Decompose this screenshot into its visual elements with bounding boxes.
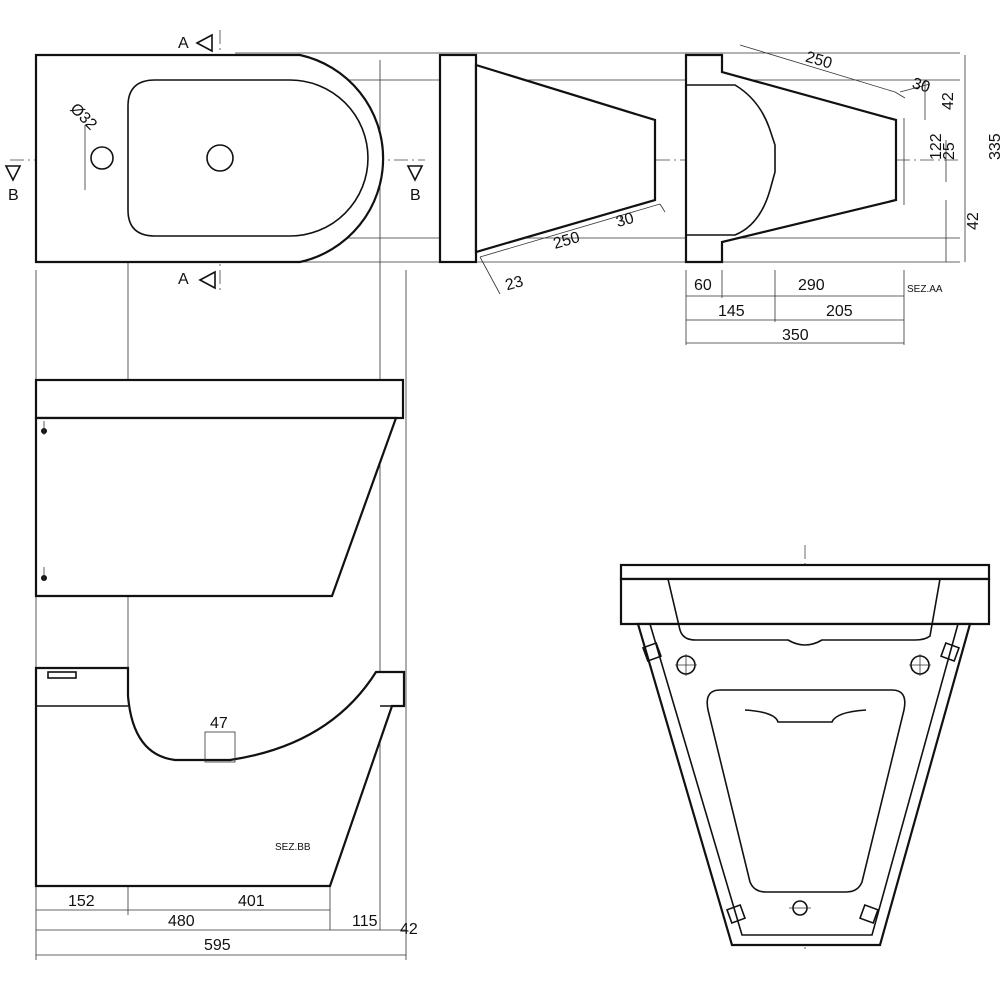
section-marker-b-left: B xyxy=(8,187,19,204)
bb-dim-595: 595 xyxy=(204,937,231,954)
rear-view xyxy=(619,563,991,947)
aa-dim-250: 250 xyxy=(804,49,834,73)
section-aa-outline xyxy=(684,53,898,264)
side-view-body xyxy=(474,63,657,254)
rear-view-upper-recess xyxy=(666,578,941,646)
aa-dim-335: 335 xyxy=(987,133,1000,160)
section-markers: A A B B xyxy=(4,33,424,290)
tap-hole xyxy=(90,146,114,170)
aa-dim-42-top: 42 xyxy=(940,92,957,110)
front-view-body xyxy=(34,416,398,598)
side-view: 250 30 23 xyxy=(438,53,666,294)
side-dim-250: 250 xyxy=(551,229,581,253)
section-aa-label: SEZ.AA xyxy=(907,284,943,295)
section-bb-outline xyxy=(34,666,406,888)
bb-dim-42: 42 xyxy=(400,921,418,938)
aa-dim-145: 145 xyxy=(718,303,745,320)
aa-dim-60: 60 xyxy=(694,277,712,294)
arrow-left-icon xyxy=(198,270,216,290)
section-aa-view: 250 30 42 122 25 335 42 60 290 SEZ.AA 14… xyxy=(684,44,1000,345)
arrow-down-icon xyxy=(406,165,424,182)
bb-dim-115: 115 xyxy=(352,913,378,930)
aa-dim-290: 290 xyxy=(798,277,825,294)
section-marker-b-right: B xyxy=(410,187,421,204)
drain-hole xyxy=(206,144,234,172)
side-dim-30: 30 xyxy=(614,210,636,231)
rear-view-inner-recess xyxy=(706,689,906,893)
top-view-outline xyxy=(34,53,385,264)
section-bb-label: SEZ.BB xyxy=(275,842,311,853)
aa-dim-205: 205 xyxy=(826,303,853,320)
aa-dim-25: 25 xyxy=(941,142,958,160)
aa-dim-350: 350 xyxy=(782,327,809,344)
aa-dim-122: 122 xyxy=(928,133,945,160)
front-view xyxy=(34,378,405,598)
top-view-basin xyxy=(127,79,369,237)
aa-dim-42-bottom: 42 xyxy=(965,212,982,230)
aa-dim-30: 30 xyxy=(910,75,932,96)
bb-dim-480: 480 xyxy=(168,913,195,930)
side-dim-23: 23 xyxy=(503,273,525,294)
arrow-left-icon xyxy=(195,33,213,53)
bb-dim-152: 152 xyxy=(68,893,95,910)
top-view: Ø32 xyxy=(34,53,385,264)
bb-dim-401: 401 xyxy=(238,893,265,910)
section-marker-a-bottom: A xyxy=(178,271,189,288)
arrow-down-icon xyxy=(4,165,22,182)
bb-dim-47: 47 xyxy=(210,715,228,732)
section-bb-view: 47 SEZ.BB 152 401 480 115 42 595 xyxy=(34,666,418,956)
section-aa-basin xyxy=(686,84,776,236)
section-marker-a-top: A xyxy=(178,35,189,52)
